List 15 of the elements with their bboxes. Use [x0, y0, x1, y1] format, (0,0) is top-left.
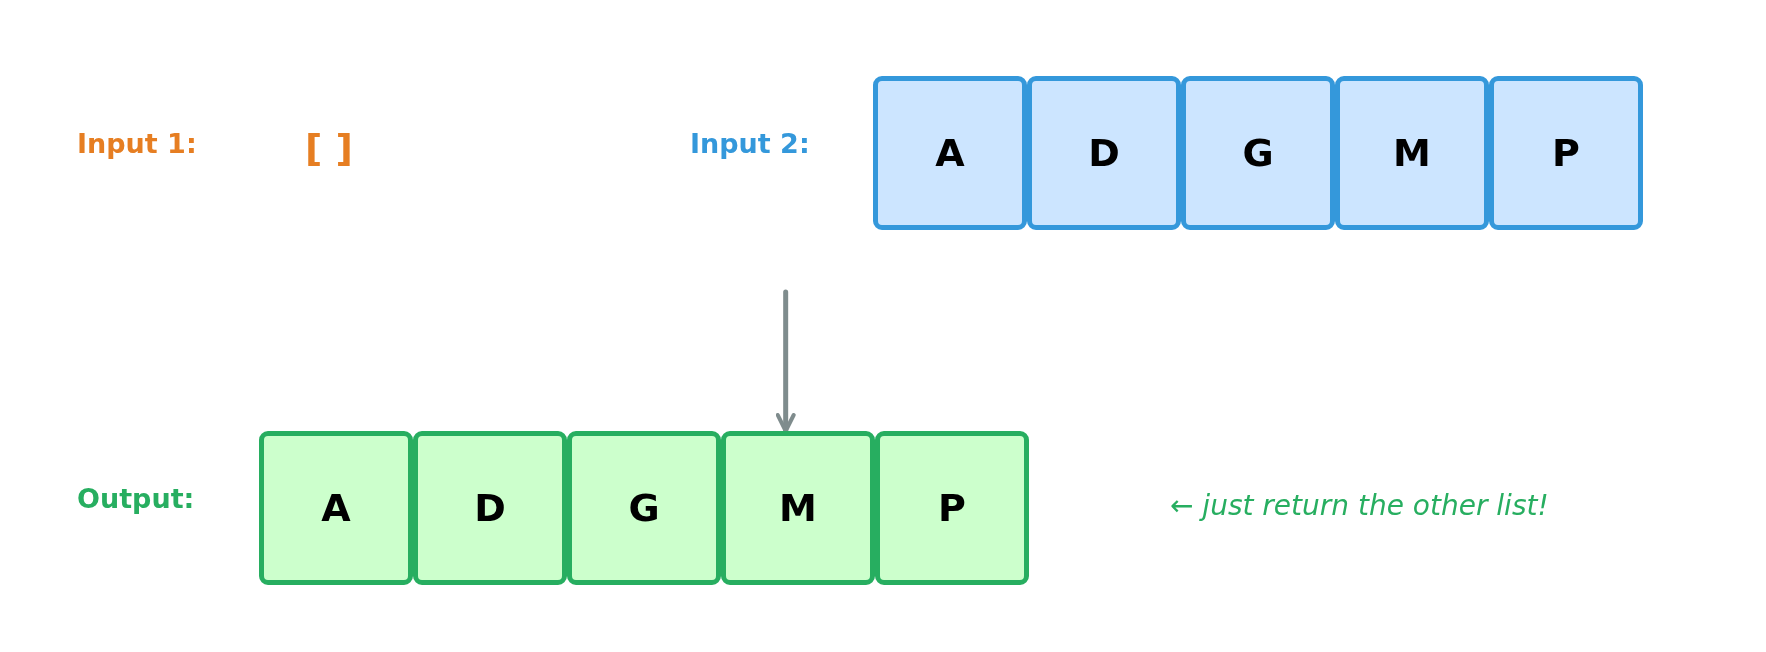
- letter-box: M: [721, 431, 875, 585]
- letter-box: A: [873, 76, 1027, 230]
- letter-box: D: [1027, 76, 1181, 230]
- letter-box: G: [567, 431, 721, 585]
- letter-box: P: [1489, 76, 1643, 230]
- letter-box: P: [875, 431, 1029, 585]
- input-label: Input 2:: [690, 128, 810, 159]
- letter-box: M: [1335, 76, 1489, 230]
- letter-box: D: [413, 431, 567, 585]
- note-text: ← just return the other list!: [1170, 489, 1549, 522]
- letter-box: G: [1181, 76, 1335, 230]
- empty-list-text: [ ]: [305, 126, 353, 170]
- input-label: Input 1:: [77, 128, 197, 159]
- letter-box: A: [259, 431, 413, 585]
- output-label: Output:: [77, 483, 195, 514]
